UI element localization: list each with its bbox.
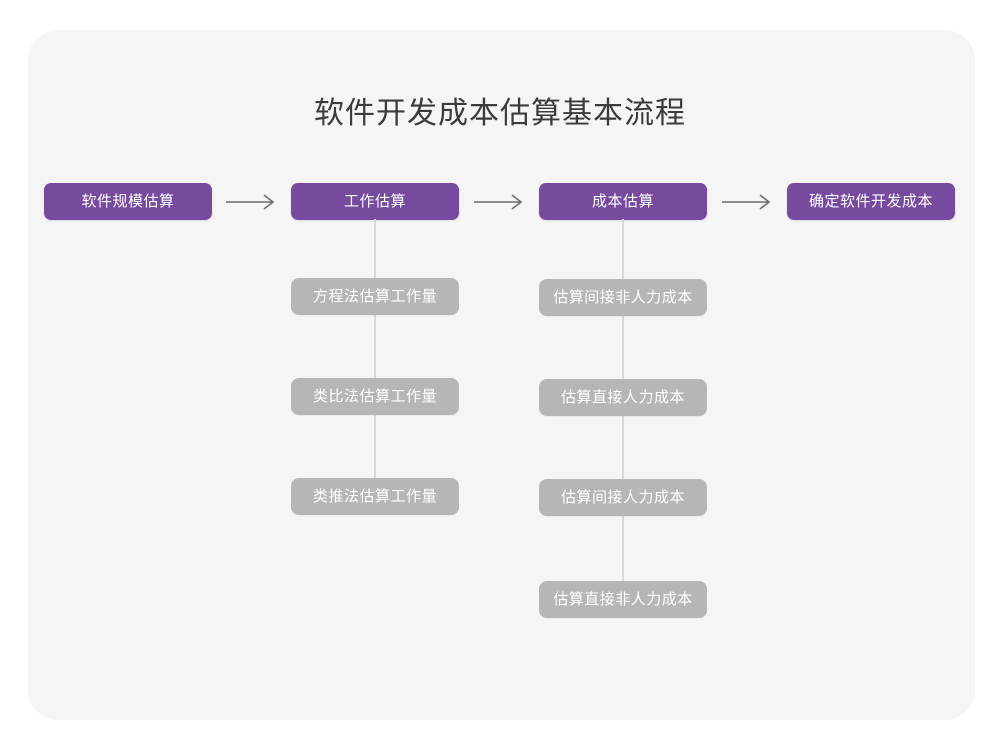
effort-branch-item-inference-method[interactable]: 类推法估算工作量 xyxy=(291,478,459,515)
flow-step-cost-estimation[interactable]: 成本估算 xyxy=(539,183,707,220)
arrow-right-icon xyxy=(222,190,282,214)
flow-step-effort-estimation[interactable]: 工作估算 xyxy=(291,183,459,220)
effort-branch-item-equation-method[interactable]: 方程法估算工作量 xyxy=(291,278,459,315)
connector-line-effort-branch xyxy=(374,219,376,499)
page-title: 软件开发成本估算基本流程 xyxy=(314,97,686,130)
flow-step-determine-development-cost[interactable]: 确定软件开发成本 xyxy=(787,183,955,220)
cost-branch-item-direct-labor[interactable]: 估算直接人力成本 xyxy=(539,379,707,416)
cost-branch-item-direct-nonlabor[interactable]: 估算直接非人力成本 xyxy=(539,581,707,618)
arrow-right-icon xyxy=(718,190,778,214)
cost-branch-item-indirect-nonlabor[interactable]: 估算间接非人力成本 xyxy=(539,279,707,316)
cost-branch-item-indirect-labor[interactable]: 估算间接人力成本 xyxy=(539,479,707,516)
arrow-right-icon xyxy=(470,190,530,214)
card-background xyxy=(28,30,975,720)
effort-branch-item-analogy-method[interactable]: 类比法估算工作量 xyxy=(291,378,459,415)
flow-step-software-scale-estimation[interactable]: 软件规模估算 xyxy=(44,183,212,220)
